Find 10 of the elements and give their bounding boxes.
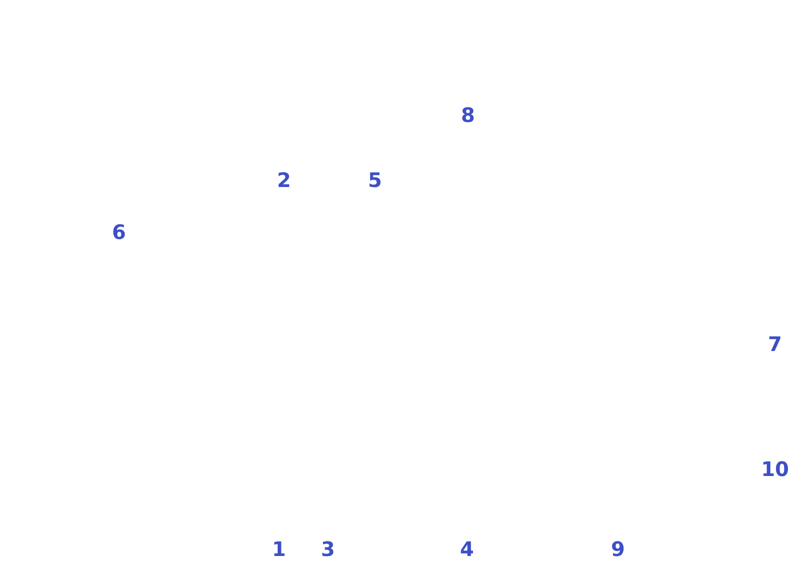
callout-number: 2 (277, 170, 291, 190)
callout-number: 8 (461, 105, 475, 125)
callout-number: 4 (460, 539, 474, 559)
callout-number: 3 (321, 539, 335, 559)
callout-number: 6 (112, 222, 126, 242)
callout-number: 1 (272, 539, 286, 559)
callout-number: 7 (768, 334, 782, 354)
callout-number: 9 (611, 539, 625, 559)
callout-number: 10 (761, 459, 789, 479)
callout-number: 5 (368, 170, 382, 190)
